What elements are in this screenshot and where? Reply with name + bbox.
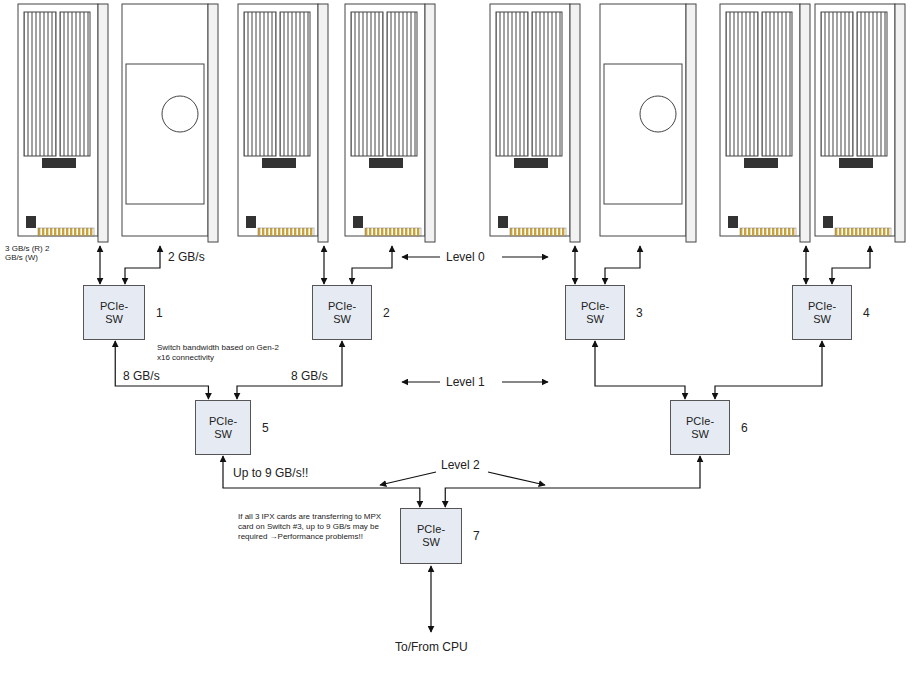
switch-label: PCIe- SW — [686, 415, 714, 441]
annotation-label: To/From CPU — [395, 640, 468, 654]
switch-label: PCIe- SW — [581, 300, 609, 326]
callout-number: 6 — [741, 421, 748, 435]
pcie-switch-box: PCIe- SW4 — [792, 285, 852, 340]
annotation-label: Level 1 — [446, 375, 485, 389]
annotation-label: Level 0 — [446, 250, 485, 264]
switch-label: PCIe- SW — [100, 300, 128, 326]
pcie-switch-box: PCIe- SW6 — [670, 400, 730, 455]
callout-number: 4 — [863, 306, 870, 320]
switch-label: PCIe- SW — [808, 300, 836, 326]
callout-number: 7 — [473, 529, 480, 543]
note-text: 3 GB/s (R) 2 GB/s (W) — [5, 244, 53, 262]
bandwidth-label: Up to 9 GB/s!! — [232, 466, 309, 480]
link-connector — [223, 456, 420, 507]
link-connector — [445, 456, 700, 507]
callout-number: 2 — [383, 306, 390, 320]
note-text: Switch bandwidth based on Gen-2 x16 conn… — [157, 343, 287, 363]
bandwidth-label: 8 GB/s — [122, 369, 161, 383]
pcie-switch-box: PCIe- SW1 — [83, 285, 145, 340]
bandwidth-label: 8 GB/s — [290, 369, 329, 383]
callout-number: 3 — [636, 306, 643, 320]
switch-label: PCIe- SW — [328, 300, 356, 326]
pcie-switch-box: PCIe- SW3 — [565, 285, 625, 340]
pcie-switch-box: PCIe- SW2 — [312, 285, 372, 340]
callout-number: 5 — [262, 421, 269, 435]
link-connector — [595, 341, 685, 399]
note-text: If all 3 IPX cards are transferring to M… — [238, 512, 388, 542]
pcie-switch-box: PCIe- SW5 — [195, 400, 251, 455]
callout-number: 1 — [156, 306, 163, 320]
pcie-switch-box: PCIe- SW7 — [400, 508, 462, 564]
switch-label: PCIe- SW — [209, 415, 237, 441]
link-connector — [715, 341, 822, 399]
annotation-label: Level 2 — [441, 458, 480, 472]
switch-label: PCIe- SW — [417, 523, 445, 549]
annotation-label: 2 GB/s — [168, 250, 205, 264]
